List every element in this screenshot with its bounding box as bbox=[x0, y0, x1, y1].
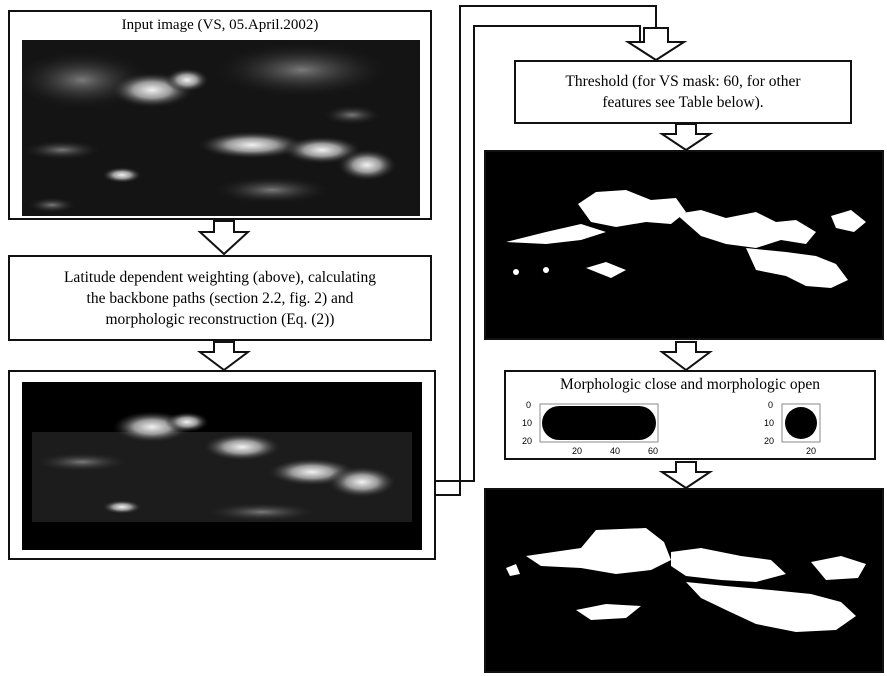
input-image-title: Input image (VS, 05.April.2002) bbox=[121, 17, 319, 33]
close-x-tick-40: 40 bbox=[610, 446, 620, 456]
structuring-elements: 0 10 20 20 40 60 0 10 20 20 bbox=[522, 400, 821, 456]
threshold-step-text: Threshold (for VS mask: 60, for other fe… bbox=[565, 73, 801, 111]
close-y-tick-20: 20 bbox=[522, 436, 532, 446]
open-x-tick-20: 20 bbox=[806, 446, 816, 456]
morphology-panel: Morphologic close and morphologic open 0… bbox=[504, 370, 876, 460]
open-structuring-element bbox=[785, 407, 817, 439]
close-y-tick-10: 10 bbox=[522, 418, 532, 428]
weighting-step-box: Latitude dependent weighting (above), ca… bbox=[8, 255, 432, 341]
down-arrow-1 bbox=[197, 220, 251, 256]
threshold-step-box: Threshold (for VS mask: 60, for other fe… bbox=[514, 60, 852, 124]
close-structuring-element bbox=[542, 406, 656, 440]
threshold-mask-image bbox=[486, 152, 882, 338]
input-satellite-image bbox=[22, 40, 420, 216]
final-mask-panel bbox=[484, 488, 884, 673]
down-arrow-2 bbox=[197, 341, 251, 372]
open-y-tick-10: 10 bbox=[764, 418, 774, 428]
morphology-title: Morphologic close and morphologic open bbox=[559, 376, 820, 393]
threshold-mask-panel bbox=[484, 150, 884, 340]
down-arrow-6 bbox=[658, 461, 714, 490]
close-x-tick-60: 60 bbox=[648, 446, 658, 456]
open-y-tick-20: 20 bbox=[764, 436, 774, 446]
final-mask-image bbox=[486, 490, 882, 671]
down-arrow-4 bbox=[658, 123, 714, 152]
reconstruction-image bbox=[22, 382, 422, 550]
down-arrow-5 bbox=[659, 341, 713, 372]
close-x-tick-20: 20 bbox=[572, 446, 582, 456]
close-y-tick-0: 0 bbox=[526, 400, 531, 410]
open-y-tick-0: 0 bbox=[768, 400, 773, 410]
weighting-step-text: Latitude dependent weighting (above), ca… bbox=[63, 268, 377, 328]
input-image-panel: Input image (VS, 05.April.2002) bbox=[8, 10, 432, 220]
down-arrow-3 bbox=[624, 27, 688, 62]
reconstruction-panel bbox=[8, 370, 436, 560]
